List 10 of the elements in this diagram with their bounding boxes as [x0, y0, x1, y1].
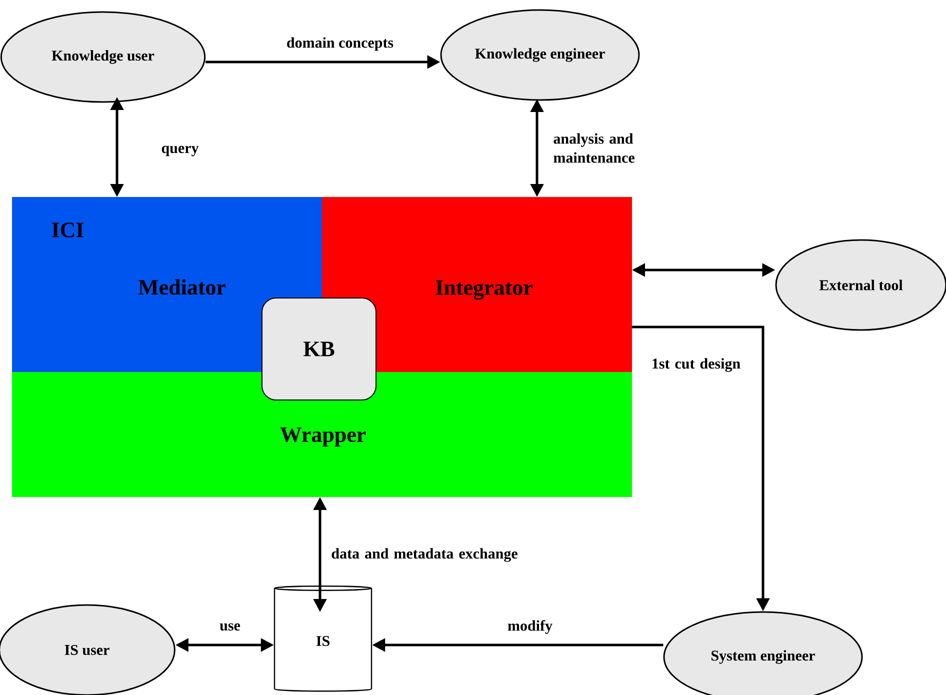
kb-box: KB	[262, 298, 376, 400]
database-cylinder: IS	[274, 586, 372, 692]
edge-label: use	[220, 623, 240, 631]
edge-label: domain concepts	[287, 37, 394, 51]
edge-label: analysis and maintenance	[554, 133, 634, 163]
edge-label: query	[162, 146, 199, 156]
edge-label: 1st cut design	[652, 358, 740, 372]
component-region: Wrapper	[12, 372, 632, 497]
edge-label: modify	[508, 620, 552, 634]
edge-label: data and metadata exchange	[332, 548, 518, 562]
